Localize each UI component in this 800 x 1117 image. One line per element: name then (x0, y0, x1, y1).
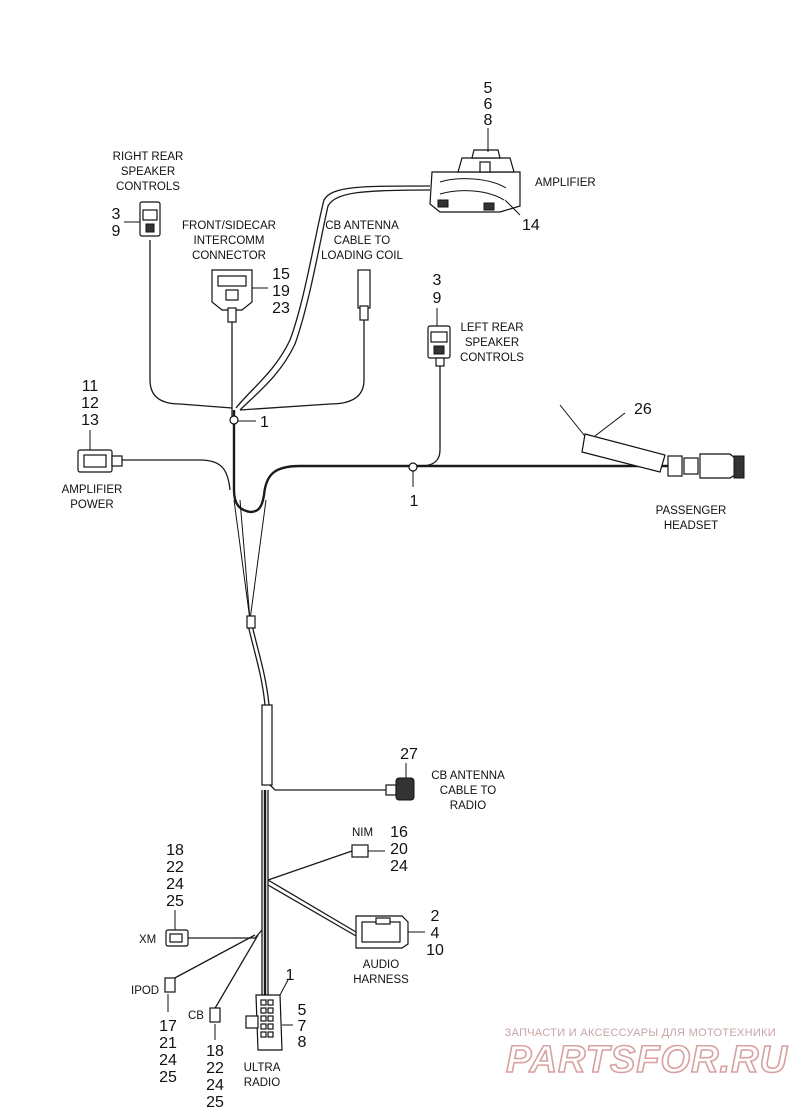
callout-xm-25: 25 (166, 893, 184, 910)
callout-xm-18: 18 (166, 842, 184, 859)
callout-left-rear-3: 3 (433, 272, 442, 289)
callout-left-rear-9: 9 (433, 290, 442, 307)
label-cb-coil-1: CB ANTENNA (325, 220, 399, 232)
label-amplifier: AMPLIFIER (535, 177, 596, 189)
label-ultra-radio-1: ULTRA (244, 1062, 281, 1074)
callout-nim-16: 16 (390, 824, 408, 841)
label-ultra-radio-2: RADIO (244, 1077, 280, 1089)
label-left-rear-2: SPEAKER (465, 337, 519, 349)
intercomm-connector (211, 269, 253, 323)
cb-radio-connector (385, 777, 415, 801)
label-headset-1: PASSENGER (656, 505, 727, 517)
watermark: ЗАПЧАСТИ И АКСЕССУАРЫ ДЛЯ МОТОТЕХНИКИ PA… (505, 1027, 789, 1082)
callout-amp-power-11: 11 (82, 378, 99, 395)
label-right-rear-3: CONTROLS (116, 181, 180, 193)
left-rear-speaker-connector (427, 325, 451, 367)
audio-harness-connector (355, 915, 409, 949)
callout-ultra-radio-7: 7 (298, 1018, 307, 1035)
callout-xm-22: 22 (166, 859, 184, 876)
amplifier-power-connector (77, 449, 123, 473)
callout-ultra-radio-1: 1 (286, 967, 295, 984)
callout-right-rear-9: 9 (112, 223, 121, 240)
callout-ipod-17: 17 (159, 1018, 177, 1035)
label-audio-harness-2: HARNESS (353, 974, 409, 986)
label-intercomm-2: INTERCOMM (194, 235, 265, 247)
callout-intercomm-19: 19 (272, 283, 290, 300)
callout-audio-2: 2 (431, 908, 440, 925)
label-nim: NIM (352, 827, 373, 839)
label-cb-radio-1: CB ANTENNA (431, 770, 505, 782)
right-rear-speaker-connector (139, 201, 161, 237)
callout-ultra-radio-8: 8 (298, 1034, 307, 1051)
callout-cb-25: 25 (206, 1094, 224, 1111)
passenger-headset-connector (559, 404, 745, 479)
ultra-radio-pins (260, 999, 274, 1038)
callout-headset-26: 26 (634, 401, 652, 418)
label-right-rear-2: SPEAKER (121, 166, 175, 178)
label-right-rear-1: RIGHT REAR (113, 151, 184, 163)
ultra-radio-connector (245, 994, 283, 1051)
callout-nim-24: 24 (390, 858, 408, 875)
callout-ultra-radio-5: 5 (298, 1002, 307, 1019)
leader-lines (89, 128, 626, 1040)
cb-loading-coil-plug (357, 269, 371, 321)
callout-amp-power-12: 12 (81, 395, 99, 412)
harness-wires (120, 185, 675, 1011)
harness-clip-upper (229, 415, 239, 425)
label-intercomm-3: CONNECTOR (192, 250, 266, 262)
callout-intercomm-15: 15 (272, 266, 290, 283)
nim-connector (351, 844, 369, 858)
callout-right-rear-3: 3 (112, 206, 121, 223)
label-amp-power-1: AMPLIFIER (62, 484, 123, 496)
callout-ipod-25: 25 (159, 1069, 177, 1086)
callout-nim-20: 20 (390, 841, 408, 858)
ipod-connector (164, 977, 176, 993)
label-cb-radio-2: CABLE TO (440, 785, 497, 797)
callout-cb-radio-27: 27 (400, 746, 418, 763)
label-left-rear-1: LEFT REAR (460, 322, 523, 334)
label-cb-coil-2: CABLE TO (334, 235, 391, 247)
label-cb-coil-3: LOADING COIL (321, 250, 403, 262)
amplifier-unit (429, 149, 521, 213)
callout-amplifier-5: 5 (484, 80, 493, 97)
label-headset-2: HEADSET (664, 520, 718, 532)
harness-clip-lower (408, 462, 418, 472)
label-ipod: IPOD (131, 985, 159, 997)
callout-audio-4: 4 (431, 925, 440, 942)
callout-ipod-24: 24 (159, 1052, 177, 1069)
label-left-rear-3: CONTROLS (460, 352, 524, 364)
callout-clip-lower: 1 (410, 493, 419, 510)
watermark-tagline: ЗАПЧАСТИ И АКСЕССУАРЫ ДЛЯ МОТОТЕХНИКИ (505, 1027, 776, 1039)
callout-xm-24: 24 (166, 876, 184, 893)
callout-cb-18: 18 (206, 1043, 224, 1060)
label-amp-power-2: POWER (70, 499, 113, 511)
xm-connector (165, 929, 189, 947)
label-intercomm-1: FRONT/SIDECAR (182, 220, 276, 232)
component-labels: AMPLIFIER RIGHT REAR SPEAKER CONTROLS FR… (62, 151, 727, 1089)
callout-ipod-21: 21 (159, 1035, 177, 1052)
callout-amplifier-14: 14 (522, 217, 540, 234)
label-cb: CB (188, 1010, 204, 1022)
callout-amp-power-13: 13 (81, 412, 99, 429)
callout-amplifier-6: 6 (484, 96, 493, 113)
callout-cb-24: 24 (206, 1077, 224, 1094)
callout-clip-upper: 1 (260, 414, 269, 431)
callout-intercomm-23: 23 (272, 300, 290, 317)
label-cb-radio-3: RADIO (450, 800, 486, 812)
loom-sleeve (246, 615, 273, 786)
label-xm: XM (139, 934, 156, 946)
watermark-brand: PARTSFOR.RU (506, 1039, 788, 1081)
callout-amplifier-8: 8 (484, 112, 493, 129)
callout-cb-22: 22 (206, 1060, 224, 1077)
label-audio-harness-1: AUDIO (363, 959, 399, 971)
cb-connector (209, 1007, 221, 1023)
callout-numbers: 5 6 8 14 3 9 15 19 23 3 9 1 11 12 13 1 2… (81, 80, 652, 1111)
callout-audio-10: 10 (426, 942, 444, 959)
